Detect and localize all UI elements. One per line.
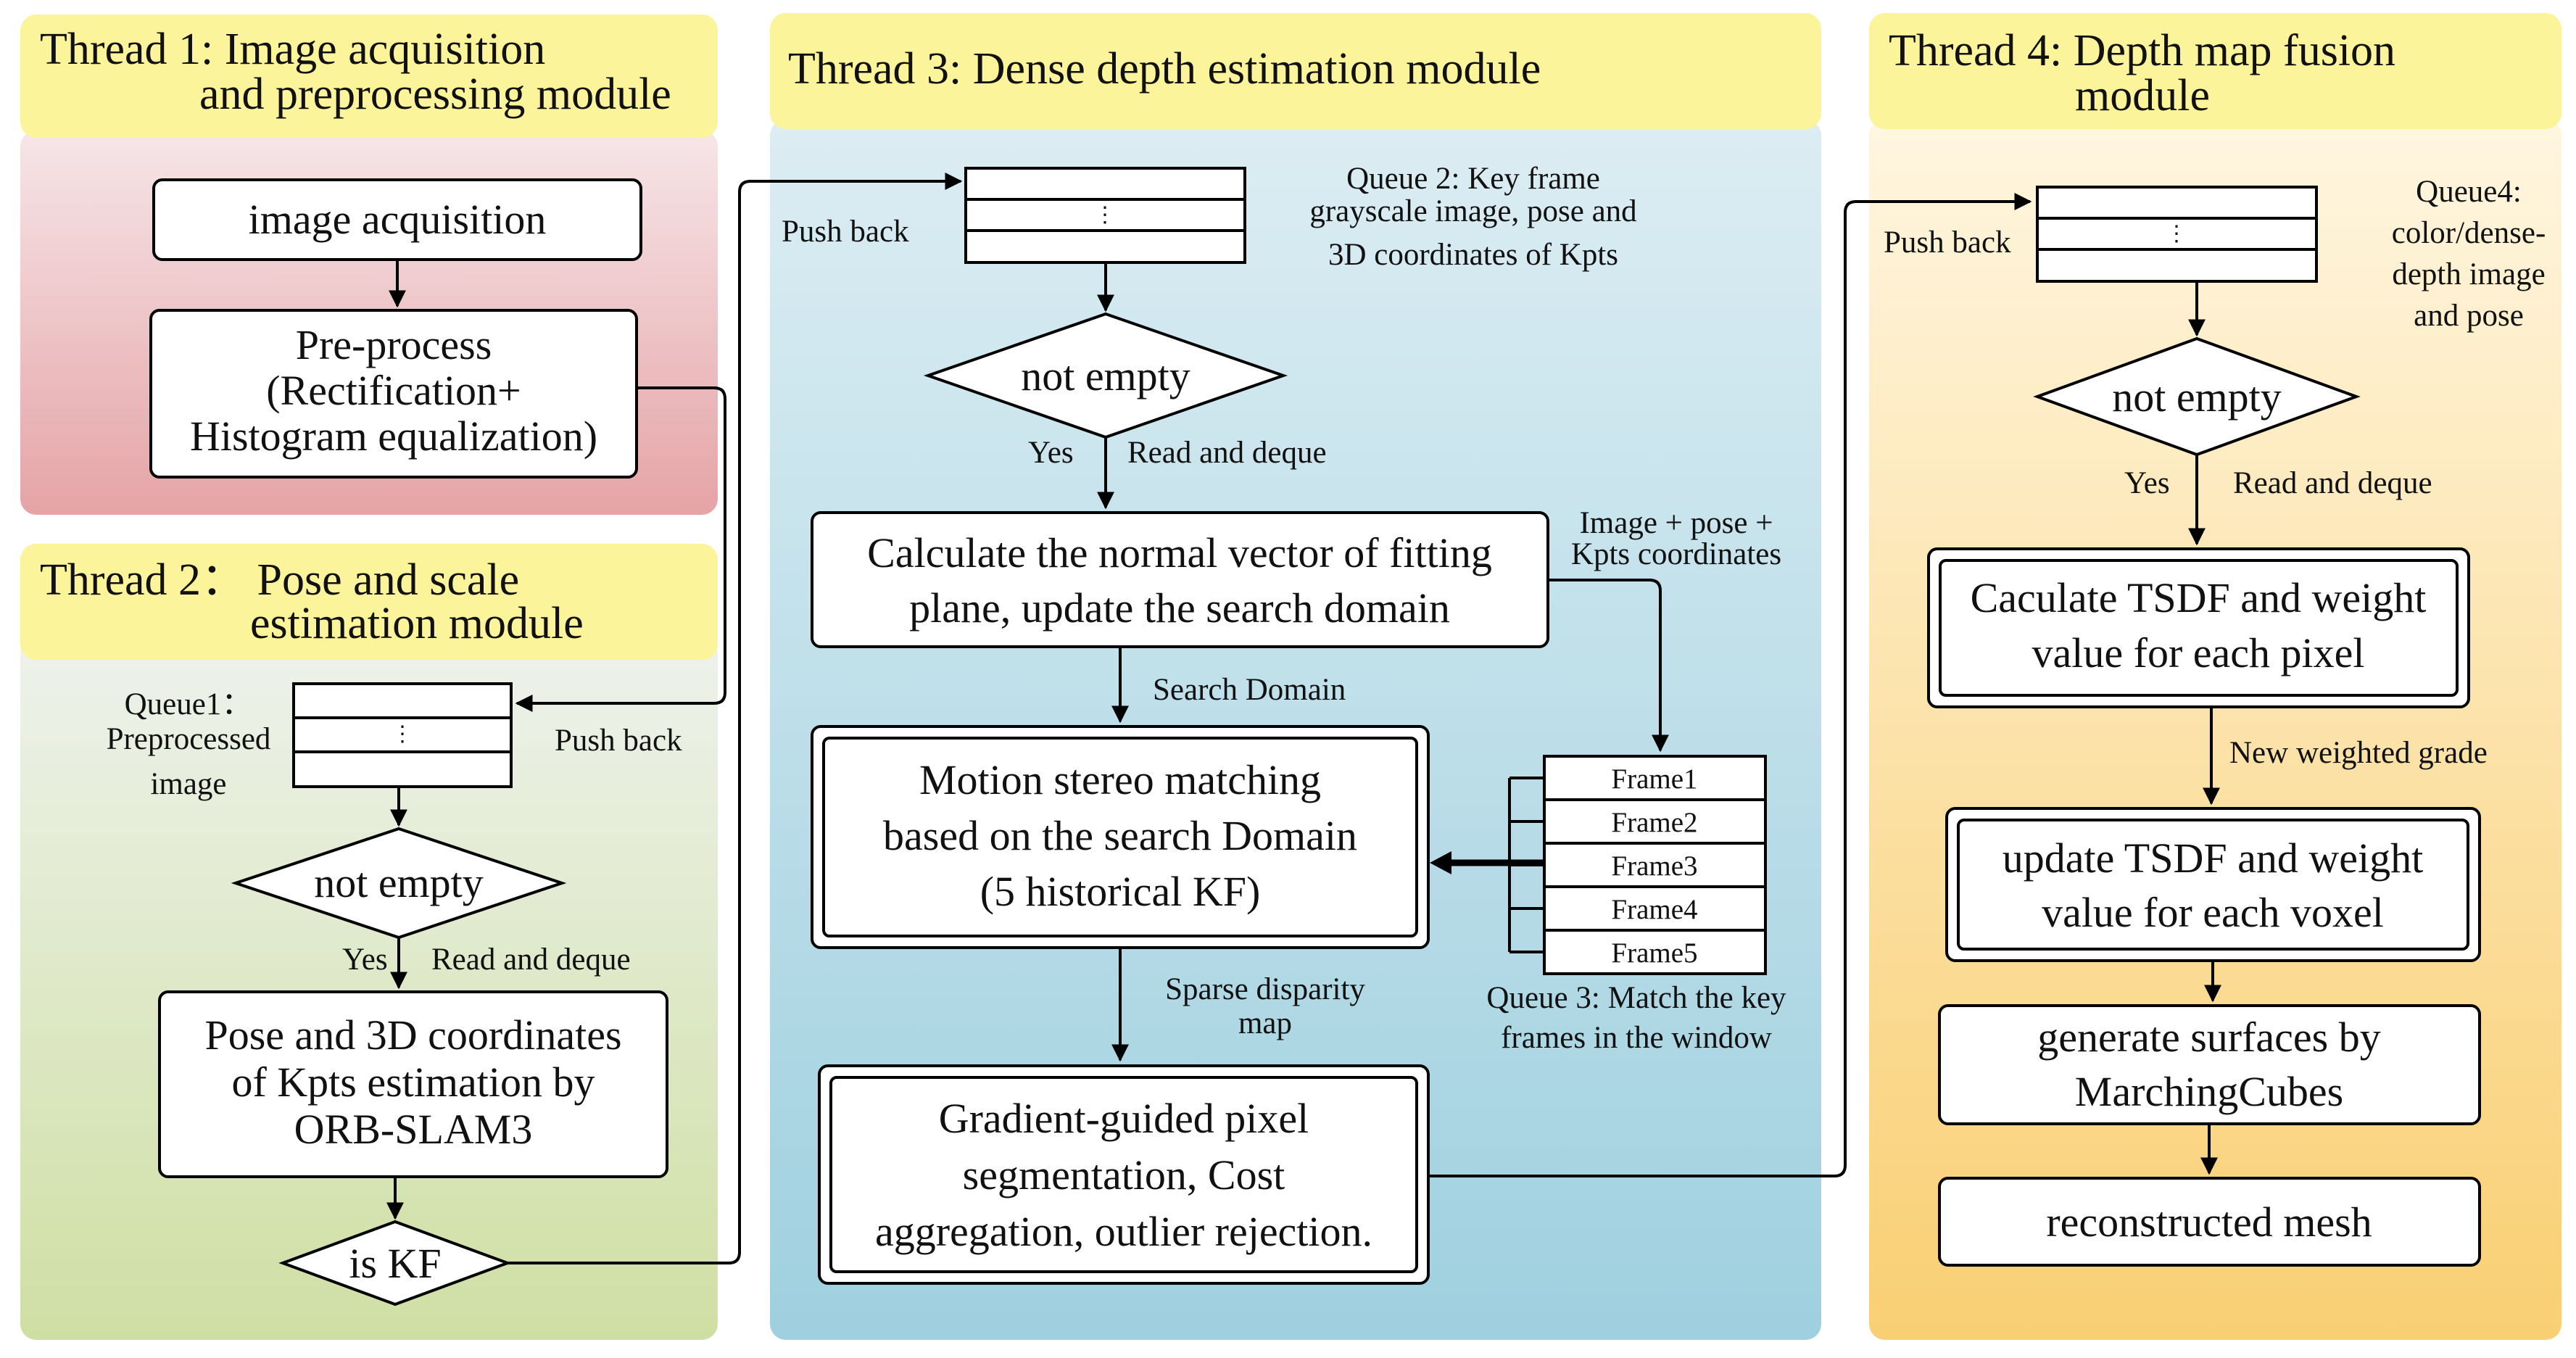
normal-label-line1: Calculate the normal vector of fitting: [867, 529, 1492, 576]
arrow-preprocess-to-queue1: [515, 386, 726, 712]
queue1-dots: ⋮: [392, 722, 413, 746]
thread3-read-deque-label: Read and deque: [1127, 436, 1327, 470]
thread2-title-line1: Thread 2： Pose and scale: [40, 555, 519, 605]
reconstructed-mesh-box: reconstructed mesh: [1938, 1177, 2481, 1267]
pose-label-line1: Pose and 3D coordinates: [204, 1011, 621, 1059]
queue1: ⋮: [292, 682, 513, 788]
tsdf-label-line2: value for each pixel: [2032, 629, 2365, 676]
thread2-panel: Thread 2： Pose and scale estimation modu…: [20, 544, 718, 1340]
queue2-label-line1: Queue 2: Key frame: [1346, 162, 1600, 196]
pose-label-line2: of Kpts estimation by: [231, 1059, 595, 1106]
queue3-label-line2: frames in the window: [1501, 1021, 1772, 1055]
thread3-title: Thread 3: Dense depth estimation module: [788, 44, 1541, 94]
thread3-yes-label: Yes: [1028, 436, 1074, 470]
thread2-read-deque-label: Read and deque: [431, 943, 631, 977]
motion-label-line2: based on the search Domain: [883, 812, 1357, 859]
surfaces-label-line2: MarchingCubes: [2075, 1068, 2344, 1115]
frame4-label: Frame4: [1611, 894, 1697, 925]
thread4-push-back-label: Push back: [1884, 225, 2011, 260]
mesh-label: reconstructed mesh: [2046, 1198, 2372, 1246]
thread3-not-empty-label: not empty: [1021, 352, 1190, 399]
pose-label-line3: ORB-SLAM3: [294, 1106, 533, 1153]
tsdf-pixel-box: Caculate TSDF and weight value for each …: [1927, 547, 2470, 708]
thread3-push-back-label: Push back: [782, 215, 909, 249]
queue4-dots: ⋮: [2166, 222, 2187, 246]
thread4-title-line1: Thread 4: Depth map fusion: [1889, 26, 2395, 75]
arrow-frames-to-motion-head: [1430, 851, 1451, 874]
frame2-label: Frame2: [1611, 807, 1697, 838]
motion-label-line1: Motion stereo matching: [919, 756, 1321, 803]
queue4-label-line1: Queue4:: [2416, 175, 2522, 209]
generate-surfaces-box: generate surfaces by MarchingCubes: [1938, 1004, 2481, 1125]
thread4-title-line2: module: [2075, 71, 2210, 120]
thread2-push-back-label: Push back: [555, 724, 682, 758]
gradient-guided-box: Gradient-guided pixel segmentation, Cost…: [818, 1064, 1430, 1285]
thread4-not-empty-label: not empty: [2112, 373, 2282, 421]
queue2-dots: ⋮: [1094, 203, 1116, 227]
pose-estimation-box: Pose and 3D coordinates of Kpts estimati…: [158, 990, 668, 1178]
image-pose-label-line2: Kpts coordinates: [1571, 537, 1781, 571]
image-acquisition-box: image acquisition: [152, 178, 642, 261]
thread4-yes-label: Yes: [2124, 466, 2170, 500]
arrow-gradient-to-queue4: [1428, 193, 2032, 1177]
queue1-label-line3: image: [150, 767, 226, 801]
frame1-label: Frame1: [1611, 763, 1697, 795]
normal-label-line2: plane, update the search domain: [909, 584, 1450, 632]
thread3-not-empty-decision: not empty: [923, 312, 1288, 439]
gradient-label-line3: aggregation, outlier rejection.: [875, 1208, 1372, 1255]
preprocess-label-line1: Pre-process: [296, 321, 492, 368]
preprocess-label-line3: Histogram equalization): [190, 413, 597, 460]
queue2-label-line3: 3D coordinates of Kpts: [1328, 238, 1618, 272]
queue1-label-line2: Preprocessed: [107, 722, 271, 756]
queue4-label-line2: color/dense-: [2392, 216, 2546, 250]
motion-stereo-box: Motion stereo matching based on the sear…: [811, 725, 1430, 949]
preprocess-label-line2: (Rectification+: [266, 367, 521, 414]
sparse-label-line2: map: [1238, 1006, 1292, 1040]
is-kf-decision: is KF: [278, 1220, 512, 1307]
queue2: ⋮: [964, 167, 1246, 264]
queue3-frames: Frame1 Frame2 Frame3 Frame4 Frame5: [1543, 755, 1767, 975]
search-domain-label: Search Domain: [1153, 673, 1346, 707]
update-label-line2: value for each voxel: [2042, 889, 2384, 936]
thread2-yes-label: Yes: [342, 943, 388, 977]
queue4: ⋮: [2036, 186, 2318, 283]
thread4-read-deque-label: Read and deque: [2233, 466, 2432, 500]
normal-vector-box: Calculate the normal vector of fitting p…: [811, 511, 1549, 648]
queue1-label-line1: Queue1：: [125, 687, 253, 721]
new-weighted-grade-label: New weighted grade: [2229, 736, 2488, 770]
thread1-title-line1: Thread 1: Image acquisition: [40, 25, 545, 74]
preprocess-box: Pre-process (Rectification+ Histogram eq…: [149, 309, 638, 479]
arrow-iskf-to-queue2: [508, 173, 963, 1264]
queue2-label-line2: grayscale image, pose and: [1309, 194, 1636, 228]
update-label-line1: update TSDF and weight: [2003, 835, 2423, 882]
queue4-label-line3: depth image: [2392, 257, 2545, 291]
arrow-normal-to-queue3: [1548, 579, 1669, 753]
thread2-not-empty-label: not empty: [314, 859, 484, 906]
gradient-label-line1: Gradient-guided pixel: [939, 1095, 1309, 1142]
thread2-title-line2: estimation module: [250, 599, 584, 648]
frame3-label: Frame3: [1611, 850, 1697, 882]
update-tsdf-box: update TSDF and weight value for each vo…: [1945, 807, 2481, 962]
thread1-title-line2: and preprocessing module: [199, 70, 671, 119]
image-acquisition-label: image acquisition: [249, 196, 547, 243]
tsdf-label-line1: Caculate TSDF and weight: [1971, 574, 2427, 621]
image-pose-label-line1: Image + pose +: [1579, 506, 1773, 540]
motion-label-line3: (5 historical KF): [980, 868, 1261, 915]
surfaces-label-line1: generate surfaces by: [2037, 1014, 2380, 1061]
gradient-label-line2: segmentation, Cost: [963, 1151, 1285, 1198]
sparse-label-line1: Sparse disparity: [1165, 972, 1365, 1006]
is-kf-label: is KF: [349, 1240, 441, 1287]
frame5-label: Frame5: [1611, 937, 1697, 969]
queue3-label-line1: Queue 3: Match the key: [1486, 981, 1786, 1015]
thread4-not-empty-decision: not empty: [2033, 336, 2361, 457]
queue4-label-line4: and pose: [2414, 299, 2524, 333]
